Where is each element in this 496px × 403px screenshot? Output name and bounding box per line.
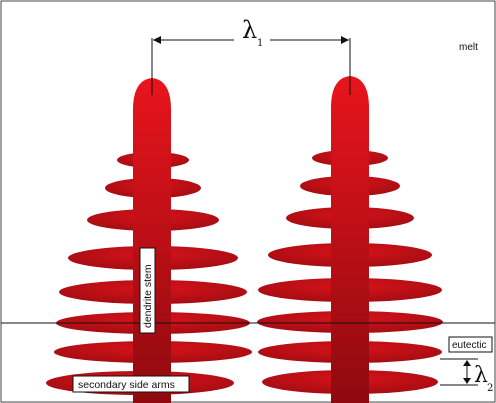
secondary-spacing-subscript: 2: [487, 383, 493, 394]
dendrite-stem-label-group: dendrite stem: [140, 248, 155, 333]
secondary-side-arms-label: secondary side arms: [78, 379, 175, 391]
primary-spacing-symbol: λ: [242, 16, 257, 44]
melt-label: melt: [459, 42, 478, 53]
secondary-spacing-symbol: λ: [474, 363, 488, 388]
eutectic-label: eutectic: [452, 340, 486, 351]
dendrite-stem-right: [331, 76, 369, 403]
dendrite-stem-label: dendrite stem: [142, 264, 154, 328]
dendrite-stem-left: [133, 78, 171, 403]
primary-spacing-subscript: 1: [257, 38, 263, 49]
